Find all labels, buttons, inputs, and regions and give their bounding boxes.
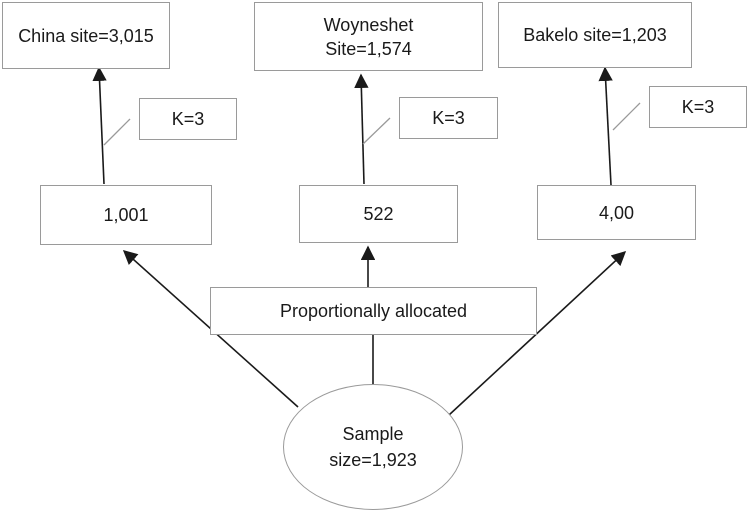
interval-box-woyneshet: K=3 xyxy=(399,97,498,139)
site-box-woyneshet: Woyneshet Site=1,574 xyxy=(254,2,483,71)
sample-label-line2: size=1,923 xyxy=(329,450,417,470)
site-label-bakelo: Bakelo site=1,203 xyxy=(523,25,667,45)
interval-box-bakelo: K=3 xyxy=(649,86,747,128)
allocation-value-china: 1,001 xyxy=(103,205,149,225)
sample-size-ellipse: Sample size=1,923 xyxy=(283,384,463,510)
site-label-china: China site=3,015 xyxy=(18,25,154,46)
allocation-box-china: 1,001 xyxy=(40,185,212,245)
allocation-value-woyneshet: 522 xyxy=(363,204,394,224)
allocation-method-box: Proportionally allocated xyxy=(210,287,537,335)
site-box-china: China site=3,015 xyxy=(2,2,170,69)
callout-line-k-woyneshet xyxy=(362,117,391,145)
allocation-value-bakelo: 4,00 xyxy=(598,202,635,223)
allocation-box-bakelo: 4,00 xyxy=(537,185,696,240)
sample-label-line1: Sample xyxy=(342,424,404,444)
allocation-box-woyneshet: 522 xyxy=(299,185,458,243)
interval-label-bakelo: K=3 xyxy=(681,97,715,117)
interval-label-woyneshet: K=3 xyxy=(432,108,465,128)
arrow-china-allocation-to-site xyxy=(92,66,107,185)
arrow-woyneshet-allocation-to-site xyxy=(354,73,369,185)
callout-line-k-bakelo xyxy=(612,102,641,131)
interval-label-china: K=3 xyxy=(171,109,205,129)
site-label-woyneshet-line1: Woyneshet xyxy=(323,14,414,35)
site-box-bakelo: Bakelo site=1,203 xyxy=(498,2,692,68)
arrow-bakelo-allocation-to-site xyxy=(598,66,613,186)
allocation-method-label: Proportionally allocated xyxy=(279,301,468,321)
callout-line-k-china xyxy=(103,118,131,146)
arrow-sample-to-bakelo xyxy=(448,251,627,416)
site-label-woyneshet-line2: Site=1,574 xyxy=(325,38,412,59)
interval-box-china: K=3 xyxy=(139,98,237,140)
